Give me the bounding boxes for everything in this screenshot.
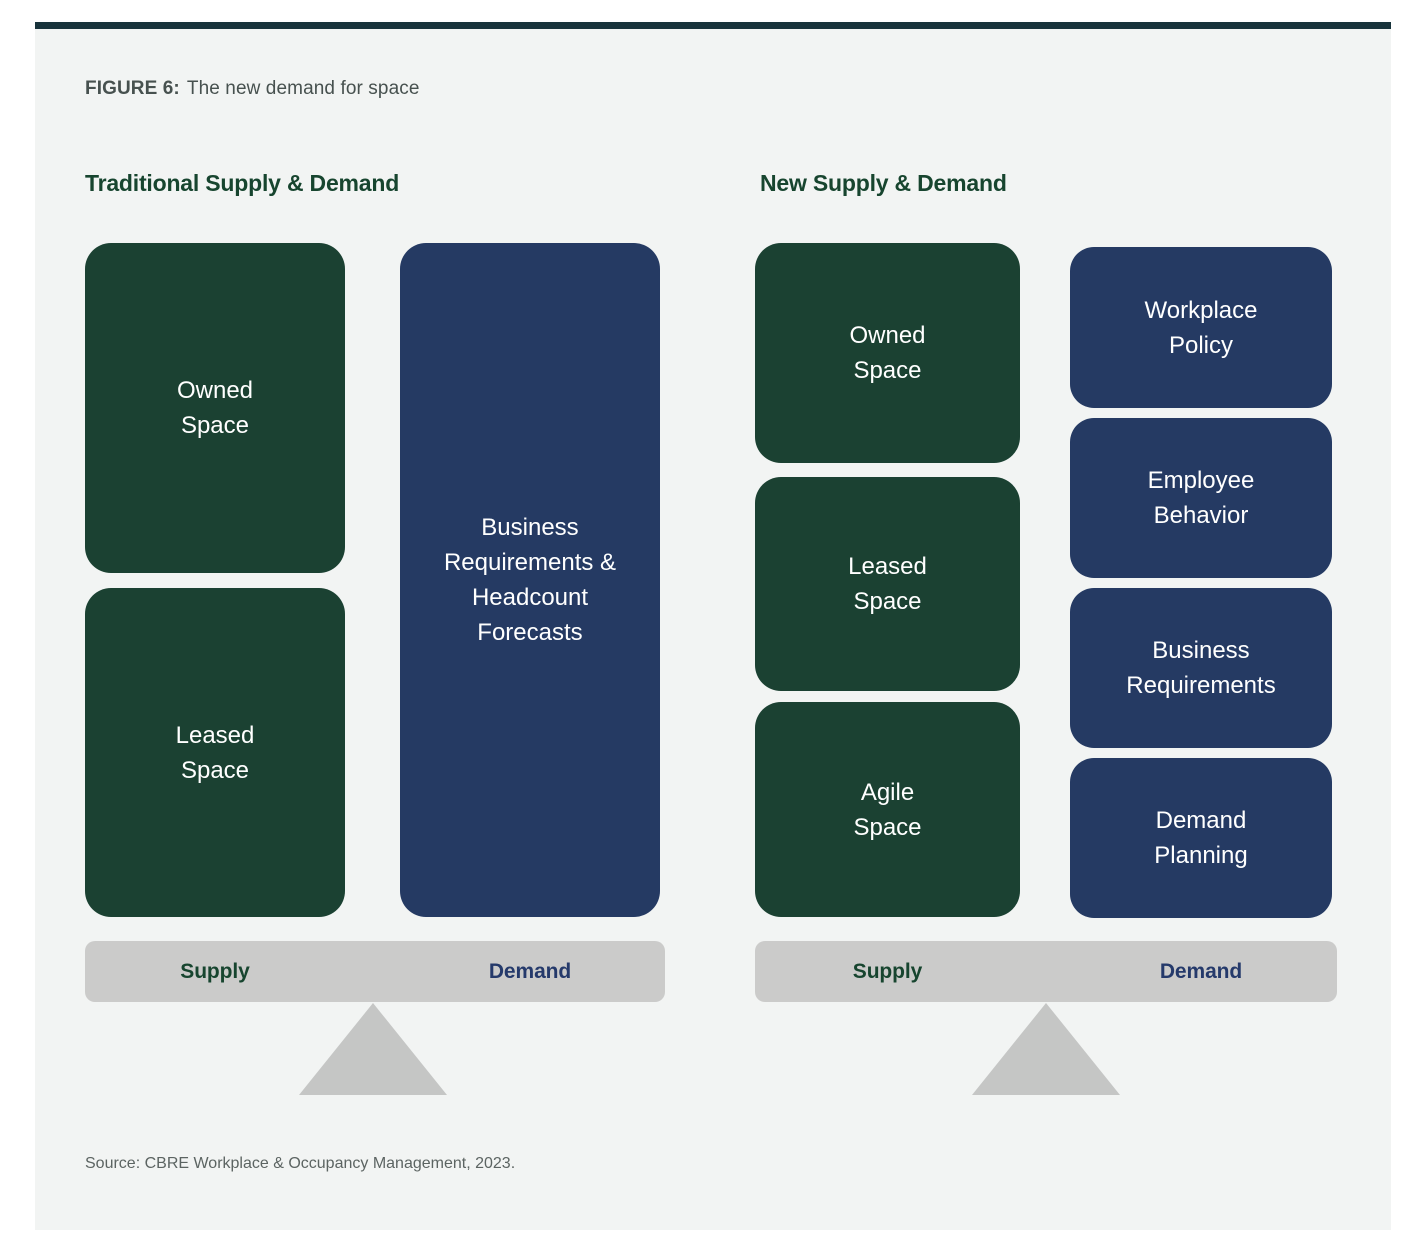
figure-label: FIGURE 6: [85,78,180,99]
traditional-fulcrum-triangle [299,1003,447,1095]
top-rule [35,22,1391,29]
new-agile-space-box: Agile Space [755,702,1020,917]
figure-caption: FIGURE 6: The new demand for space [85,78,420,100]
employee-behavior-box: Employee Behavior [1070,418,1332,578]
traditional-supply-label: Supply [180,960,250,983]
new-balance-beam: Supply Demand [755,941,1337,1002]
new-owned-space-box: Owned Space [755,243,1020,463]
box-label: Business Requirements [1126,637,1276,699]
box-label: Demand Planning [1154,807,1248,869]
new-fulcrum-triangle [972,1003,1120,1095]
traditional-business-requirements-box: Business Requirements & Headcount Foreca… [400,243,660,917]
box-label: Owned Space [176,377,254,439]
box-label: Leased Space [848,553,927,615]
new-demand-label: Demand [1159,960,1243,983]
traditional-leased-space-box: Leased Space [85,588,345,917]
source-note: Source: CBRE Workplace & Occupancy Manag… [85,1155,516,1172]
box-label: Business Requirements & Headcount Foreca… [443,514,617,646]
traditional-balance-beam: Supply Demand [85,941,665,1002]
box-label: Agile Space [853,778,922,841]
workplace-policy-box: Workplace Policy [1070,247,1332,408]
new-leased-space-box: Leased Space [755,477,1020,691]
traditional-owned-space-box: Owned Space [85,243,345,573]
new-supply-label: Supply [852,960,923,983]
traditional-demand-label: Demand [488,960,572,983]
box-label: Leased Space [175,721,255,784]
business-requirements-box: Business Requirements [1070,588,1332,748]
demand-planning-box: Demand Planning [1070,758,1332,918]
new-panel-header: New Supply & Demand [760,170,1007,196]
box-label: Workplace Policy [1144,296,1258,359]
figure-title: The new demand for space [186,78,420,99]
traditional-panel-header: Traditional Supply & Demand [85,170,400,196]
box-label: Employee Behavior [1147,467,1255,529]
box-label: Owned Space [849,322,926,384]
